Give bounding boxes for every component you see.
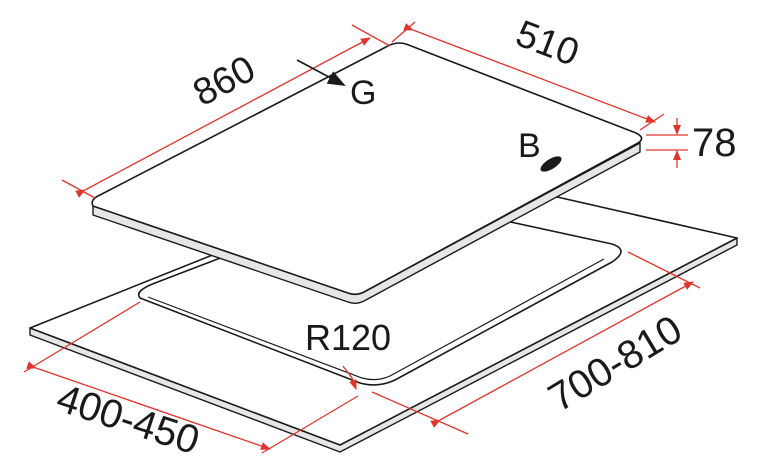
dim-510-ext-bottom (639, 113, 665, 131)
label-78: 78 (692, 121, 737, 165)
dim-510-line (403, 23, 656, 123)
gas-inlet-pointer (296, 59, 346, 86)
r120-leader (342, 365, 357, 390)
r120-pointer (342, 365, 357, 390)
burner-knob-shape (540, 156, 562, 172)
dimension-510 (391, 21, 665, 131)
dimension-860 (61, 24, 391, 199)
gas-inlet-arrow (296, 59, 346, 86)
dim-700-810-line (430, 281, 694, 428)
label-860: 860 (187, 48, 263, 115)
dimension-78 (646, 118, 688, 168)
label-510: 510 (510, 13, 584, 75)
dim-400-450-ext-left (23, 301, 141, 373)
dim-860-ext-left (61, 179, 96, 199)
dim-860-line (75, 37, 371, 198)
dim-400-450-ext-right (261, 395, 359, 454)
label-burner: B (518, 127, 541, 165)
cutout-inner-shadow (147, 258, 605, 381)
label-r120: R120 (305, 317, 391, 358)
dimension-400-450 (23, 301, 359, 454)
burner-knob (540, 156, 562, 172)
dim-400-450-line (26, 361, 271, 450)
dimension-700-810 (371, 251, 701, 435)
dim-860-ext-right (351, 24, 391, 47)
dim-510-ext-top (391, 21, 416, 43)
label-gas-inlet: G (350, 74, 376, 112)
